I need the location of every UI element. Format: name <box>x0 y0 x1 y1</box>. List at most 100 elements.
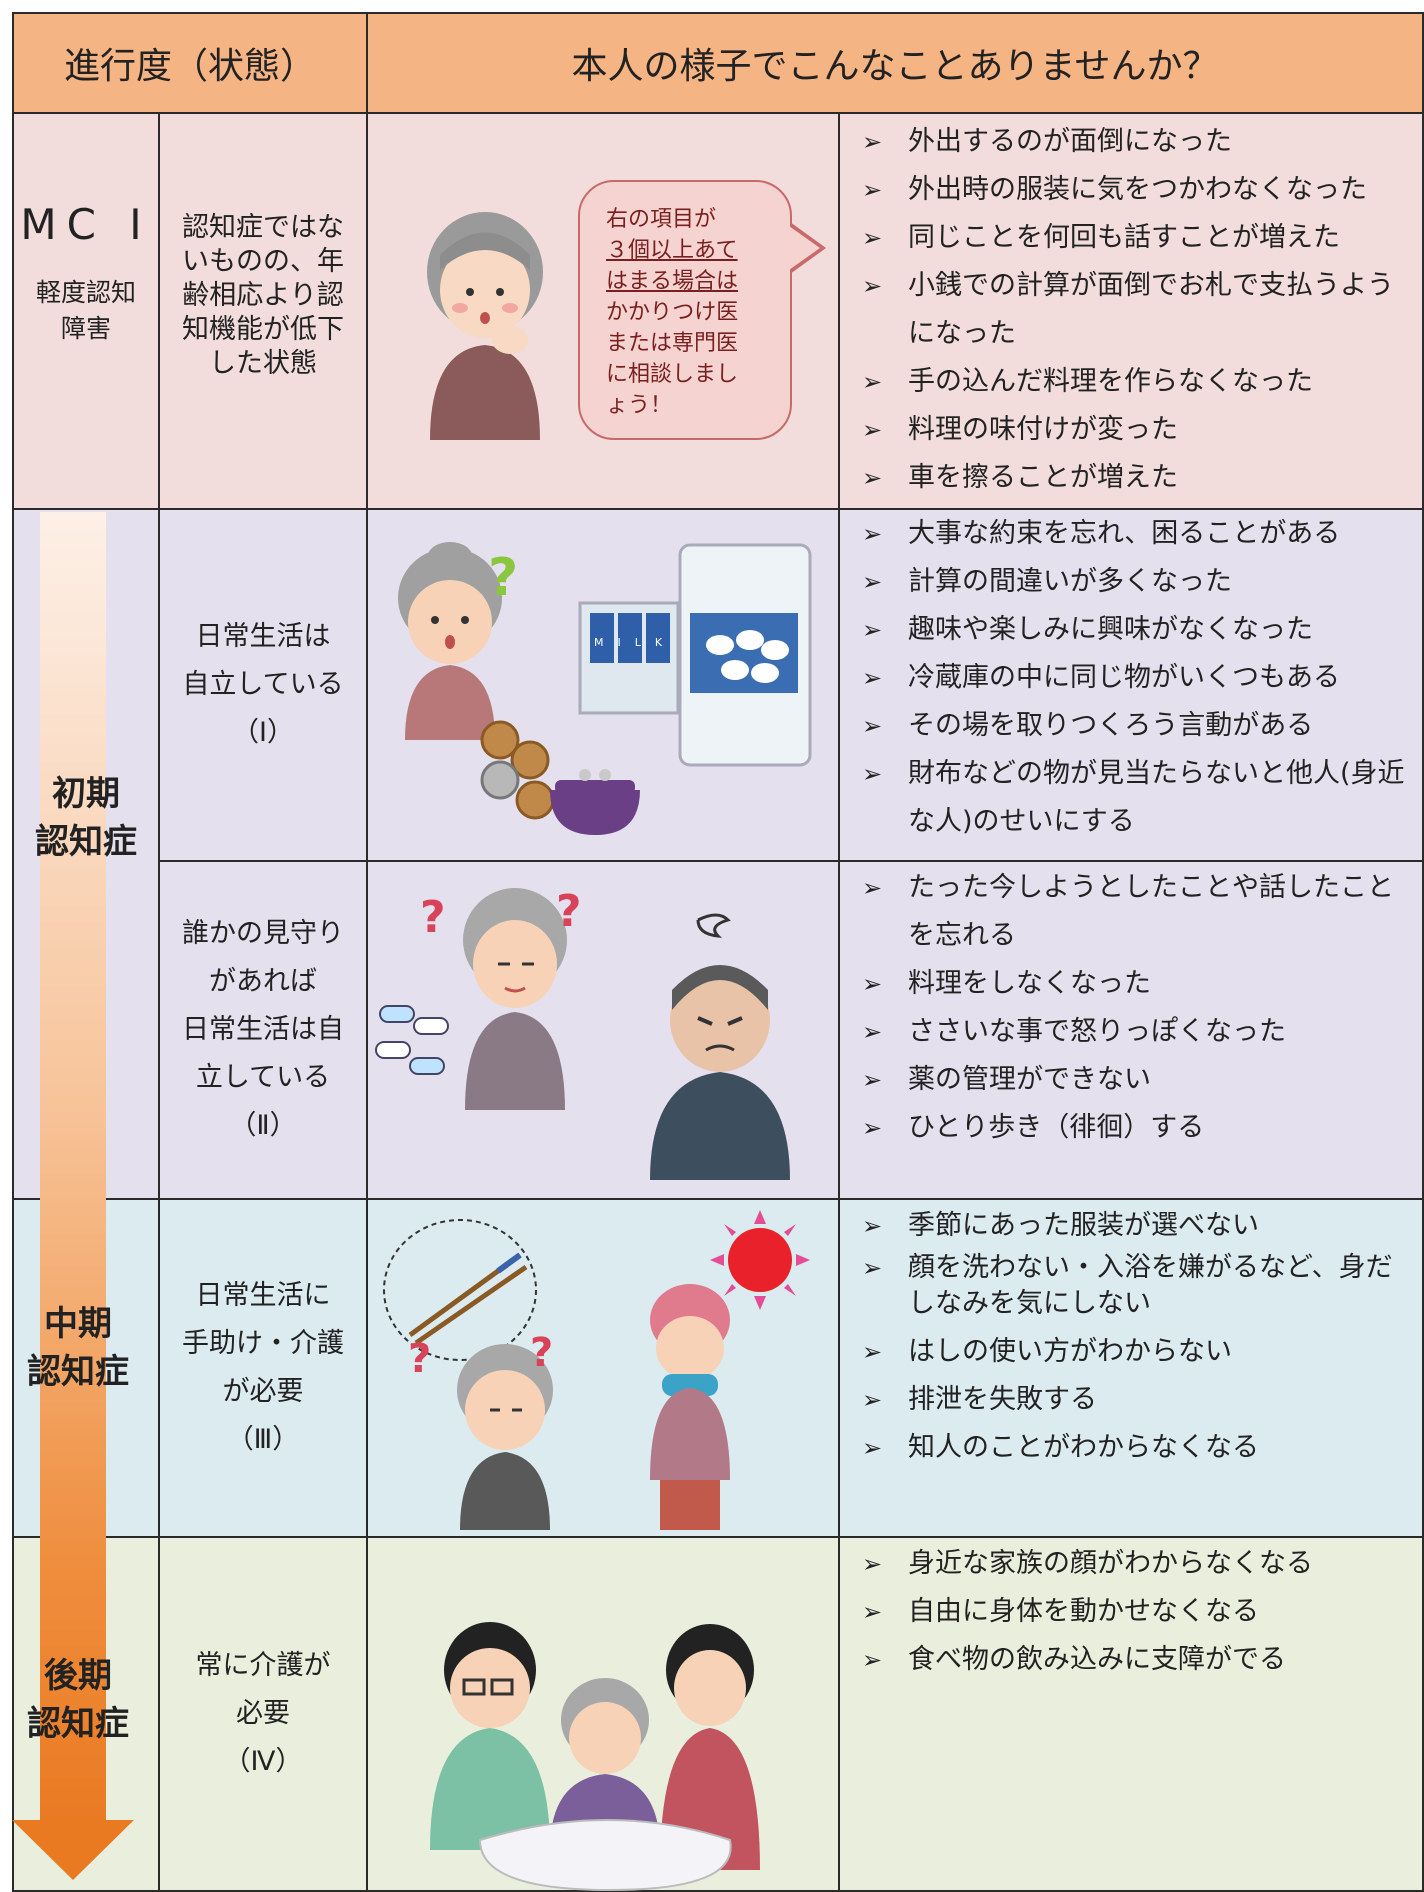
bubble-line: 右の項目が <box>606 207 717 232</box>
early2-state-line: があれば <box>209 966 317 997</box>
late-state-cell: 常に介護が 必要 （Ⅳ） <box>158 1536 368 1892</box>
purse-icon <box>550 769 640 835</box>
symptom-item: 知人のことがわからなくなる <box>850 1424 1414 1472</box>
symptom-item: 身近な家族の顔がわからなくなる <box>850 1540 1414 1588</box>
middle-name-line2: 認知症 <box>27 1352 129 1392</box>
early1-state-line: 日常生活は <box>195 621 331 652</box>
early2-state-cell: 誰かの見守り があれば 日常生活は自 立している （Ⅱ） <box>158 860 368 1200</box>
middle-state-line: 日常生活に <box>195 1280 331 1311</box>
late-state-line: （Ⅳ） <box>223 1746 303 1777</box>
question-mark-icon: ? <box>488 548 519 608</box>
bubble-line-underlined: ３個以上あて <box>606 238 738 263</box>
mci-state-line: 知機能が低下 <box>182 314 344 345</box>
mci-subtitle-line1: 軽度認知 <box>35 278 136 307</box>
symptom-item: 計算の間違いが多くなった <box>850 558 1414 606</box>
speech-bubble-tail-fill <box>789 226 820 270</box>
middle-symptoms-cell: 季節にあった服装が選べない 顔を洗わない・入浴を嫌がるなど、身だしなみを気にしな… <box>838 1198 1424 1538</box>
bundled-up-grandma-illustration <box>650 1284 730 1530</box>
symptom-item: 自由に身体を動かせなくなる <box>850 1588 1414 1636</box>
late-state-line: 常に介護が <box>195 1650 331 1681</box>
symptom-item: 小銭での計算が面倒でお札で支払うようになった <box>850 262 1414 358</box>
symptom-item: 排泄を失敗する <box>850 1376 1414 1424</box>
symptom-item: たった今しようとしたことや話したことを忘れる <box>850 864 1414 960</box>
confused-grandma-illustration <box>398 542 502 740</box>
symptom-item: 顔を洗わない・入浴を嫌がるなど、身だしなみを気にしない <box>850 1250 1414 1322</box>
mci-label: MC I 軽度認知 障害 <box>12 195 160 347</box>
question-mark-right-icon: ? <box>530 1330 554 1376</box>
middle-stage-name: 中期 認知症 <box>4 1300 152 1396</box>
middle-state-cell: 日常生活に 手助け・介護 が必要 （Ⅲ） <box>158 1198 368 1538</box>
mci-state-line: 認知症ではな <box>182 212 344 243</box>
late-name-line2: 認知症 <box>27 1704 129 1744</box>
mci-state-line: 齢相応より認 <box>182 280 344 311</box>
early1-symptoms-cell: 大事な約束を忘れ、困ることがある 計算の間違いが多くなった 趣味や楽しみに興味が… <box>838 508 1424 862</box>
symptom-item: ひとり歩き（徘徊）する <box>850 1104 1414 1152</box>
bubble-line: かかりつけ医 <box>606 300 739 325</box>
middle-name-line1: 中期 <box>44 1304 112 1344</box>
early1-symptom-list: 大事な約束を忘れ、困ることがある 計算の間違いが多くなった 趣味や楽しみに興味が… <box>840 510 1422 846</box>
symptom-item: 食べ物の飲み込みに支障がでる <box>850 1636 1414 1684</box>
bubble-line: ょう！ <box>606 393 673 418</box>
symptom-item: ささいな事で怒りっぽくなった <box>850 1008 1414 1056</box>
early2-state-line: 誰かの見守り <box>182 918 344 949</box>
symptom-item: 季節にあった服装が選べない <box>850 1202 1414 1250</box>
late-symptom-list: 身近な家族の顔がわからなくなる 自由に身体を動かせなくなる 食べ物の飲み込みに支… <box>840 1538 1422 1684</box>
symptom-item: 薬の管理ができない <box>850 1056 1414 1104</box>
symptom-item: 同じことを何回も話すことが増えた <box>850 214 1414 262</box>
mci-title: MC I <box>20 200 152 249</box>
early2-state-line: （Ⅱ） <box>229 1110 297 1141</box>
symptom-item: 外出時の服装に気をつかわなくなった <box>850 166 1414 214</box>
mci-symptoms-cell: 外出するのが面倒になった 外出時の服装に気をつかわなくなった 同じことを何回も話… <box>838 112 1424 510</box>
middle-state-line: 手助け・介護 <box>182 1328 344 1359</box>
family-caregiving-illustration <box>430 1622 760 1892</box>
symptom-item: 大事な約束を忘れ、困ることがある <box>850 510 1414 558</box>
early1-state-line: 自立している <box>182 669 344 700</box>
late-name-line1: 後期 <box>44 1656 112 1696</box>
symptom-item: はしの使い方がわからない <box>850 1328 1414 1376</box>
early2-state-line: 日常生活は自 <box>182 1014 344 1045</box>
angry-grandpa-illustration <box>650 913 790 1180</box>
early1-state-line: （Ⅰ） <box>232 717 294 748</box>
middle-state-line: が必要 <box>222 1376 304 1407</box>
symptom-item: 財布などの物が見当たらないと他人(身近な人)のせいにする <box>850 750 1414 846</box>
symptom-item: 冷蔵庫の中に同じ物がいくつもある <box>850 654 1414 702</box>
early2-state-line: 立している <box>195 1062 331 1093</box>
symptom-item: 外出するのが面倒になった <box>850 118 1414 166</box>
bubble-line: に相談しまし <box>606 362 739 387</box>
hot-sun-icon <box>710 1210 810 1310</box>
early2-symptom-list: たった今しようとしたことや話したことを忘れる 料理をしなくなった ささいな事で怒… <box>840 862 1422 1152</box>
header-stage-column: 進行度（状態） <box>12 12 368 114</box>
pills-icon <box>375 1005 449 1075</box>
milk-carton-label: MILK <box>594 636 677 649</box>
refrigerator-icon <box>578 543 812 767</box>
bubble-line-underlined: はまる場合は <box>606 269 739 294</box>
mci-state-line: いものの、年 <box>182 246 344 277</box>
symptom-item: 手の込んだ料理を作らなくなった <box>850 358 1414 406</box>
late-symptoms-cell: 身近な家族の顔がわからなくなる 自由に身体を動かせなくなる 食べ物の飲み込みに支… <box>838 1536 1424 1892</box>
header-symptom-label: 本人の様子でこんなことありませんか？ <box>571 46 1219 87</box>
symptom-item: 車を擦ることが増えた <box>850 454 1414 502</box>
early-stage-name: 初期 認知症 <box>12 770 160 866</box>
confused-elder-chopsticks-illustration <box>457 1344 553 1530</box>
forgetful-grandma-illustration <box>463 888 567 1110</box>
header-stage-label: 進行度（状態） <box>63 46 316 87</box>
mci-stage-name-cell <box>12 112 160 510</box>
consult-doctor-speech-bubble: 右の項目が ３個以上あて はまる場合は かかりつけ医 または専門医 に相談しまし… <box>578 180 792 440</box>
early2-symptoms-cell: たった今しようとしたことや話したことを忘れる 料理をしなくなった ささいな事で怒… <box>838 860 1424 1200</box>
middle-state-line: （Ⅲ） <box>226 1424 300 1455</box>
question-mark-right-icon: ? <box>556 886 582 937</box>
symptom-item: 趣味や楽しみに興味がなくなった <box>850 606 1414 654</box>
mci-state-cell: 認知症ではな いものの、年 齢相応より認 知機能が低下 した状態 <box>158 112 368 510</box>
symptom-item: 料理の味付けが変った <box>850 406 1414 454</box>
mci-subtitle-line2: 障害 <box>60 314 111 343</box>
mci-symptom-list: 外出するのが面倒になった 外出時の服装に気をつかわなくなった 同じことを何回も話… <box>840 114 1422 502</box>
early-name-line1: 初期 <box>52 774 120 814</box>
question-mark-left-icon: ? <box>420 892 446 943</box>
question-mark-left-icon: ? <box>408 1336 432 1382</box>
bubble-line: または専門医 <box>606 331 739 356</box>
symptom-item: 料理をしなくなった <box>850 960 1414 1008</box>
late-stage-name: 後期 認知症 <box>4 1652 152 1748</box>
symptom-item: その場を取りつくろう言動がある <box>850 702 1414 750</box>
progression-arrow <box>40 512 106 1822</box>
progression-arrow-head <box>12 1820 134 1880</box>
